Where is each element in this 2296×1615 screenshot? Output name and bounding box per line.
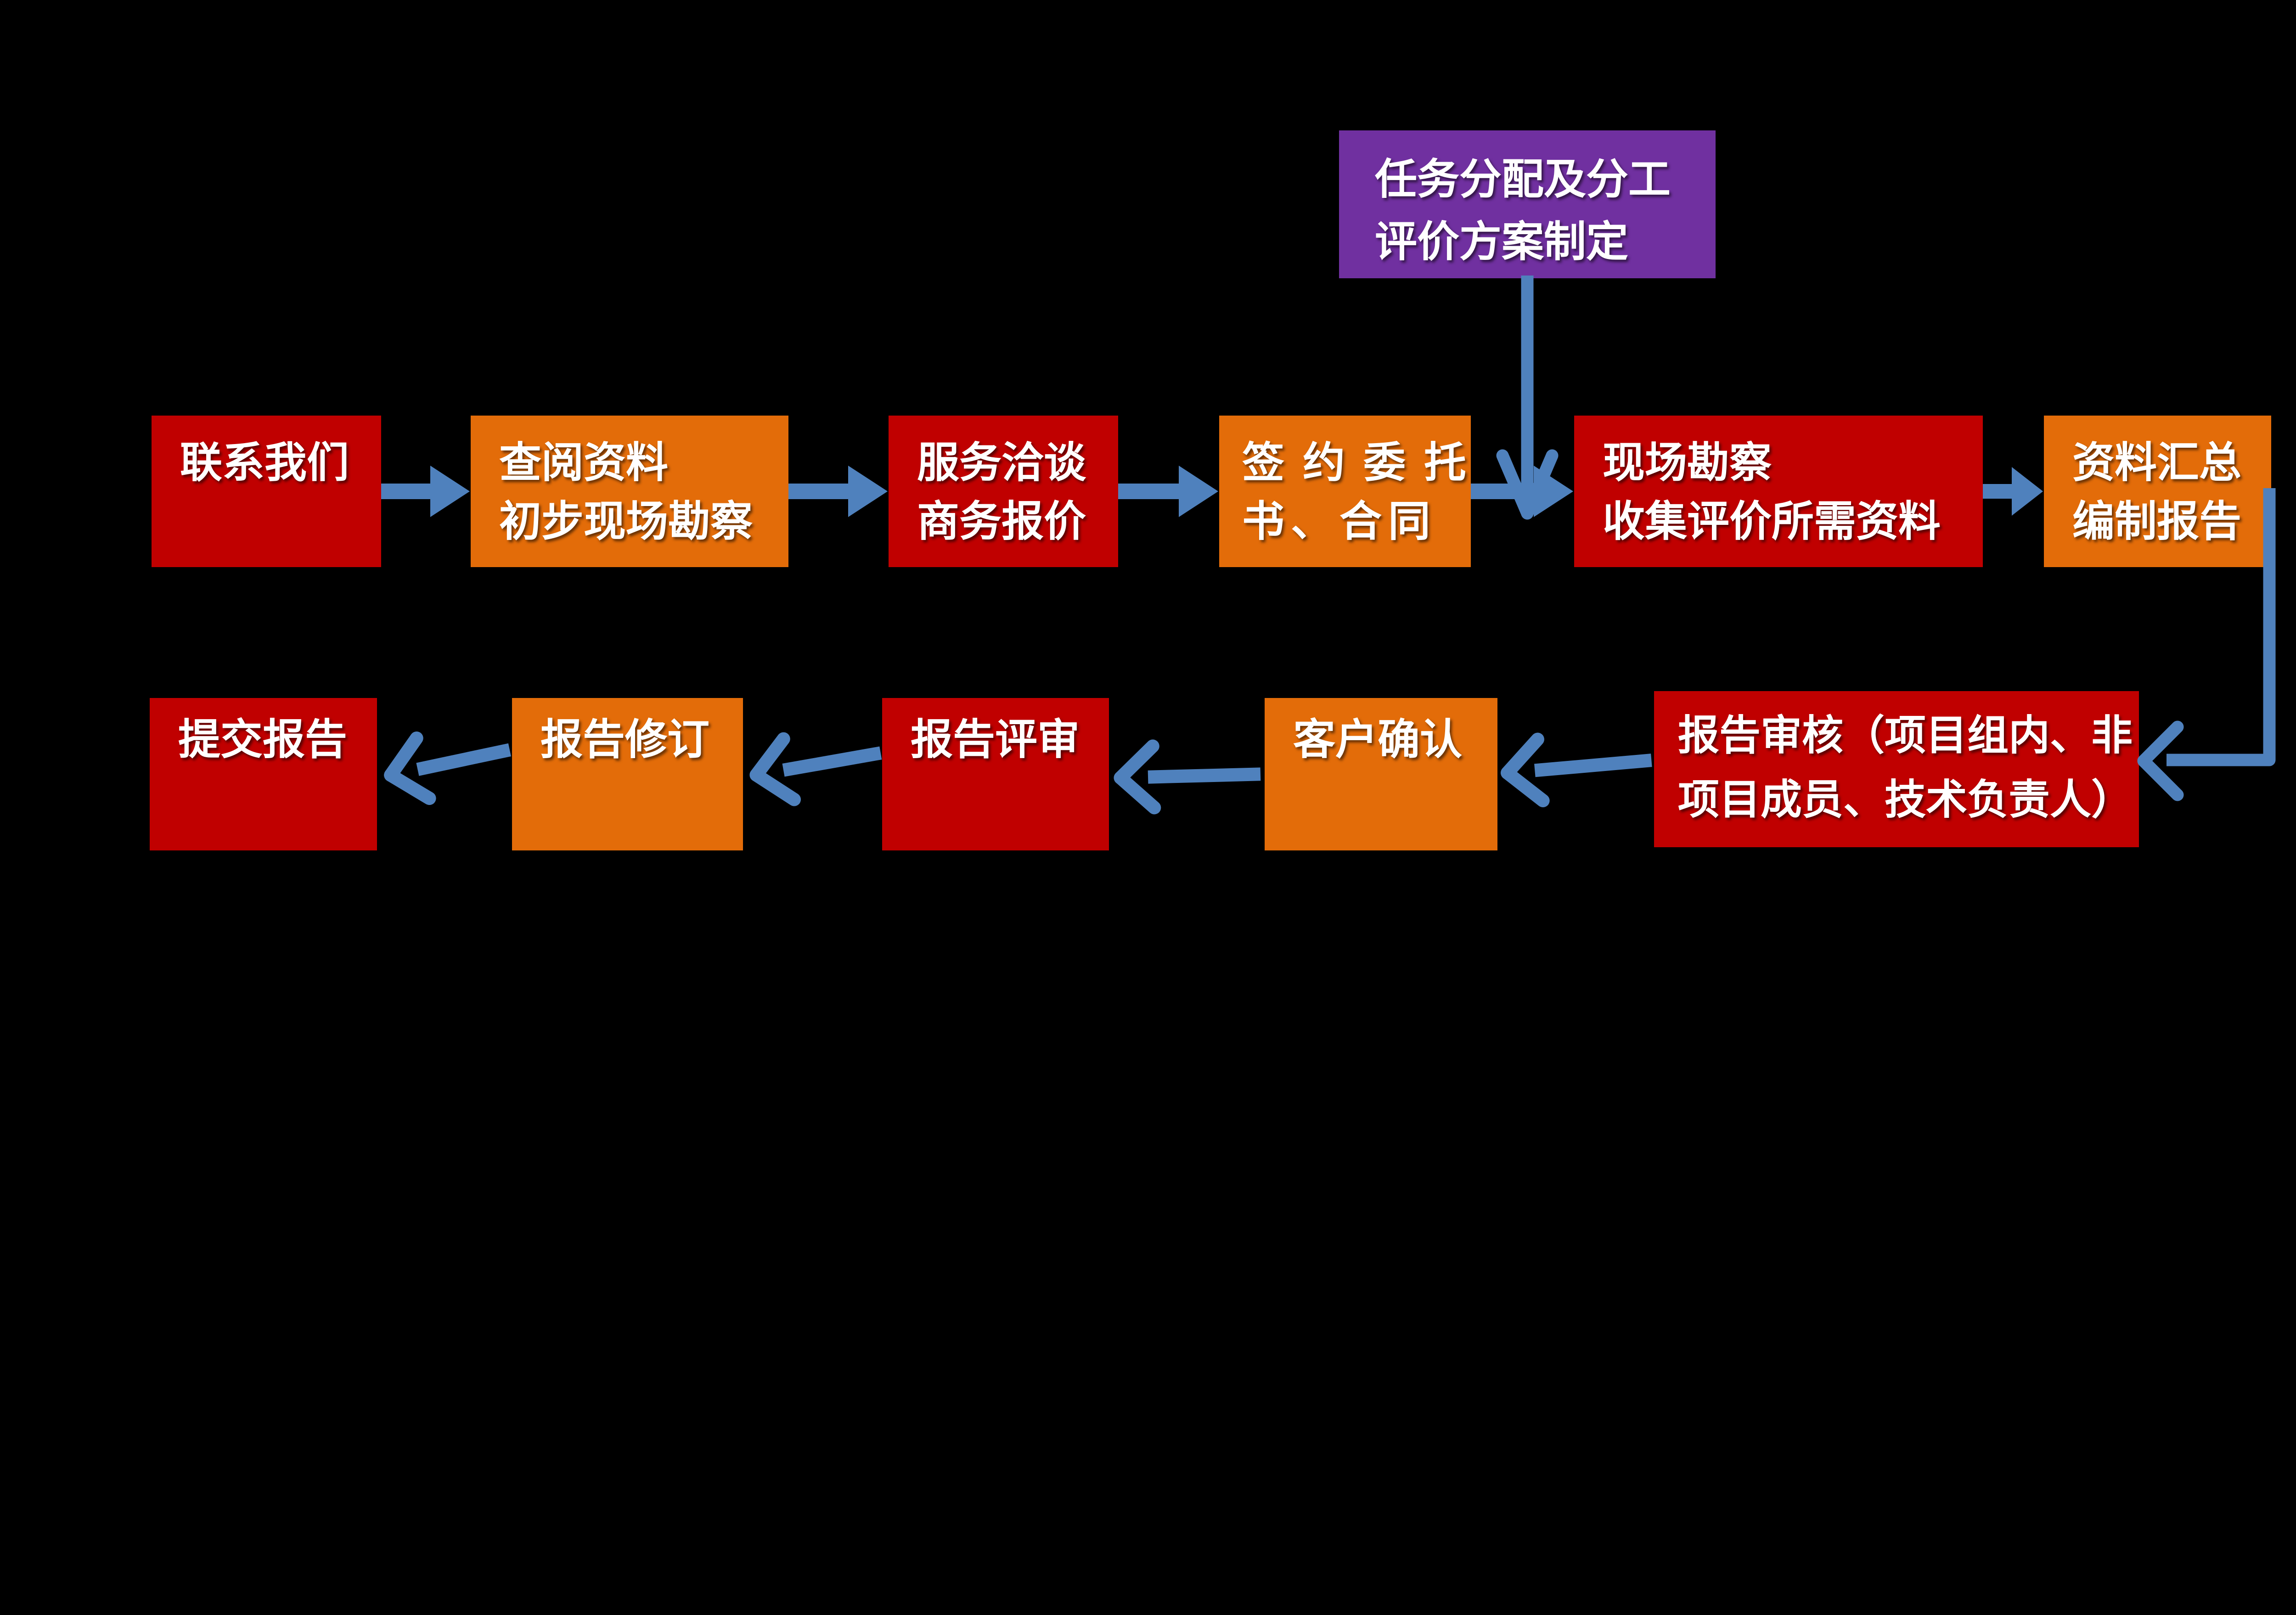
node-report-review-line1: 报告评审 xyxy=(911,715,1080,764)
arrow-left-revision-to-submit-icon xyxy=(373,711,520,816)
node-compile-report-line2: 编制报告 xyxy=(2072,496,2242,546)
node-contact-us: 联系我们 xyxy=(152,416,381,567)
node-sign-contract-line1: 签约委托 xyxy=(1242,438,1485,487)
node-task-assignment: 任务分配及分工 评价方案制定 xyxy=(1339,130,1716,278)
connector-compile-to-audit-icon xyxy=(2126,484,2291,806)
node-task-assignment-line1: 任务分配及分工 xyxy=(1375,154,1671,204)
node-client-confirm: 客户确认 xyxy=(1265,698,1497,850)
node-report-audit: 报告审核（项目组内、非 项目成员、技术负责人） xyxy=(1654,691,2139,847)
arrow-right-review-to-negotiation-icon xyxy=(788,464,889,519)
node-submit-report: 提交报告 xyxy=(150,698,377,850)
arrow-down-task-assignment-icon xyxy=(1495,276,1559,523)
node-report-revision: 报告修订 xyxy=(512,698,743,850)
node-client-confirm-line1: 客户确认 xyxy=(1293,715,1463,764)
node-service-negotiation-line2: 商务报价 xyxy=(917,496,1086,546)
node-review-materials-line2: 初步现场勘察 xyxy=(499,496,753,546)
node-service-negotiation: 服务洽谈 商务报价 xyxy=(889,416,1118,567)
node-submit-report-line1: 提交报告 xyxy=(178,715,348,764)
arrow-right-survey-to-compile-icon xyxy=(1983,465,2044,518)
node-service-negotiation-line1: 服务洽谈 xyxy=(917,438,1086,487)
node-site-survey-line1: 现场勘察 xyxy=(1603,438,1772,487)
node-report-audit-line1: 报告审核（项目组内、非 xyxy=(1678,711,2133,760)
node-report-audit-line2: 项目成员、技术负责人） xyxy=(1678,775,2133,824)
node-site-survey: 现场勘察 收集评价所需资料 xyxy=(1574,416,1983,567)
node-review-materials: 查阅资料 初步现场勘察 xyxy=(471,416,788,567)
arrow-left-audit-to-confirm-icon xyxy=(1495,721,1657,813)
arrow-right-contact-to-review-icon xyxy=(381,464,471,519)
node-compile-report: 资料汇总 编制报告 xyxy=(2044,416,2271,567)
node-report-revision-line1: 报告修订 xyxy=(540,715,710,764)
node-sign-contract-line2: 书、合同 xyxy=(1242,496,1437,546)
arrow-right-negotiation-to-contract-icon xyxy=(1118,464,1219,519)
node-site-survey-line2: 收集评价所需资料 xyxy=(1603,496,1941,546)
node-contact-us-line1: 联系我们 xyxy=(180,438,349,487)
arrow-left-review-to-revision-icon xyxy=(741,714,890,815)
arrow-left-confirm-to-review-icon xyxy=(1110,735,1264,817)
node-task-assignment-line2: 评价方案制定 xyxy=(1375,217,1629,266)
node-review-materials-line1: 查阅资料 xyxy=(499,438,669,487)
node-report-review: 报告评审 xyxy=(882,698,1109,850)
node-sign-contract: 签约委托 书、合同 xyxy=(1219,416,1471,567)
node-compile-report-line1: 资料汇总 xyxy=(2072,438,2242,487)
